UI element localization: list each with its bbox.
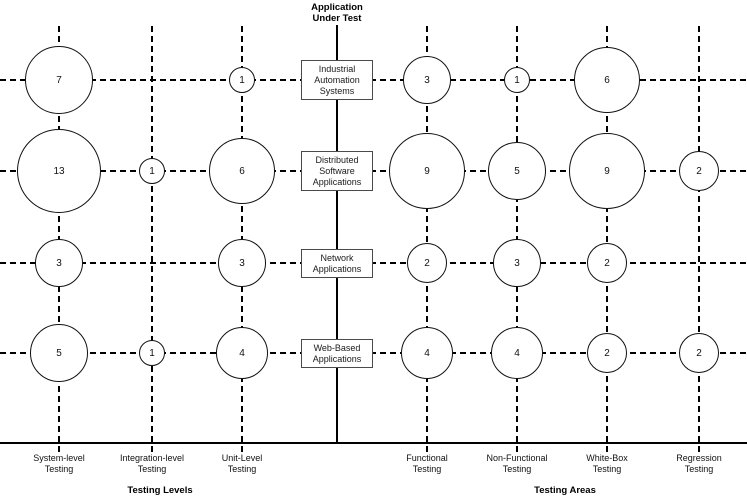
row-box-line: Industrial bbox=[318, 63, 356, 74]
bubble-industrial-automation-systems-non-functional-testing: 1 bbox=[504, 67, 530, 93]
row-gridline-network-applications bbox=[0, 262, 747, 264]
bubble-industrial-automation-systems-functional-testing: 3 bbox=[403, 56, 451, 104]
bubble-web-based-applications-non-functional-testing: 4 bbox=[491, 327, 543, 379]
column-label-line: Testing bbox=[684, 464, 714, 474]
group-title-testing-levels: Testing Levels bbox=[127, 485, 193, 496]
bubble-distributed-software-applications-integration-level-testing: 1 bbox=[139, 158, 165, 184]
row-gridline-distributed-software-applications bbox=[0, 170, 747, 172]
bubble-web-based-applications-white-box-testing: 2 bbox=[587, 333, 627, 373]
bubble-distributed-software-applications-non-functional-testing: 5 bbox=[488, 142, 546, 200]
column-label-line: Testing bbox=[137, 464, 167, 474]
bubble-network-applications-white-box-testing: 2 bbox=[587, 243, 627, 283]
row-gridline-industrial-automation-systems bbox=[0, 79, 747, 81]
row-box-line: Network bbox=[320, 252, 354, 263]
column-label-line: Integration-level bbox=[119, 453, 185, 463]
application-under-test-axis bbox=[336, 25, 338, 443]
bubble-distributed-software-applications-regression-testing: 2 bbox=[679, 151, 719, 191]
column-gridline-functional-testing bbox=[426, 26, 428, 452]
bubble-distributed-software-applications-white-box-testing: 9 bbox=[569, 133, 645, 209]
bubble-industrial-automation-systems-white-box-testing: 6 bbox=[574, 47, 640, 113]
row-box-line: Software bbox=[319, 165, 355, 176]
bubble-industrial-automation-systems-system-level-testing: 7 bbox=[25, 46, 93, 114]
column-label-line: Unit-Level bbox=[221, 453, 263, 463]
bubble-web-based-applications-unit-level-testing: 4 bbox=[216, 327, 268, 379]
bubble-network-applications-functional-testing: 2 bbox=[407, 243, 447, 283]
row-box-line: Systems bbox=[319, 85, 355, 96]
column-label-line: Testing bbox=[412, 464, 442, 474]
center-axis-title: Application Under Test bbox=[311, 2, 363, 24]
column-label-line: Testing bbox=[592, 464, 622, 474]
row-box-line: Applications bbox=[312, 176, 362, 187]
bubble-distributed-software-applications-functional-testing: 9 bbox=[389, 133, 465, 209]
bubble-web-based-applications-functional-testing: 4 bbox=[401, 327, 453, 379]
bubble-network-applications-system-level-testing: 3 bbox=[35, 239, 83, 287]
bubble-network-applications-non-functional-testing: 3 bbox=[493, 239, 541, 287]
row-box-line: Distributed bbox=[315, 154, 359, 165]
bubble-web-based-applications-integration-level-testing: 1 bbox=[139, 340, 165, 366]
bubble-web-based-applications-regression-testing: 2 bbox=[679, 333, 719, 373]
column-label-line: System-level bbox=[33, 453, 85, 463]
group-title-testing-areas: Testing Areas bbox=[534, 485, 596, 496]
row-box-line: Automation bbox=[314, 74, 360, 85]
bubble-industrial-automation-systems-unit-level-testing: 1 bbox=[229, 67, 255, 93]
row-box-line: Applications bbox=[312, 353, 362, 364]
baseline bbox=[0, 442, 747, 444]
column-label-line: Non-Functional bbox=[486, 453, 548, 463]
bubble-distributed-software-applications-system-level-testing: 13 bbox=[17, 129, 101, 213]
row-box-line: Applications bbox=[312, 263, 362, 274]
bubble-distributed-software-applications-unit-level-testing: 6 bbox=[209, 138, 275, 204]
bubble-network-applications-unit-level-testing: 3 bbox=[218, 239, 266, 287]
column-label-line: Testing bbox=[227, 464, 257, 474]
column-gridline-regression-testing bbox=[698, 26, 700, 452]
column-label-line: Testing bbox=[502, 464, 532, 474]
column-label-line: White-Box bbox=[586, 453, 628, 463]
column-label-line: Testing bbox=[44, 464, 74, 474]
column-label-line: Regression bbox=[676, 453, 722, 463]
row-gridline-web-based-applications bbox=[0, 352, 747, 354]
row-box-line: Web-Based bbox=[313, 342, 361, 353]
column-gridline-integration-level-testing bbox=[151, 26, 153, 452]
column-label-line: Functional bbox=[406, 453, 448, 463]
bubble-web-based-applications-system-level-testing: 5 bbox=[30, 324, 88, 382]
column-gridline-white-box-testing bbox=[606, 26, 608, 452]
